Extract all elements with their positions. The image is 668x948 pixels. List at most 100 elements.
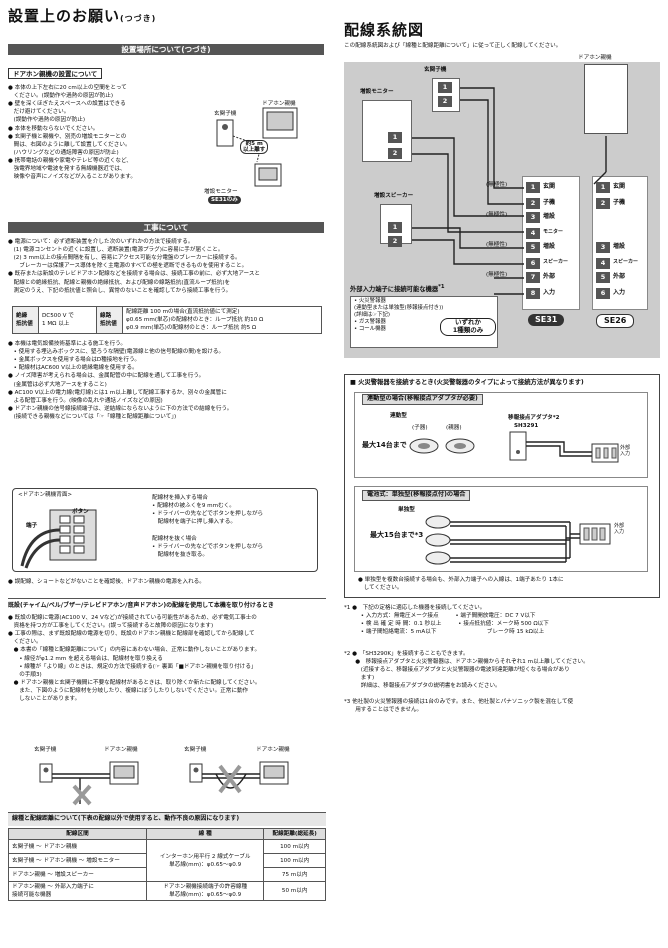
table-cell: 50 m以内 <box>263 881 326 902</box>
se26-terminal: 1 <box>596 182 610 193</box>
doorphone-device <box>584 64 628 134</box>
se31-terminal: 2 <box>526 198 540 209</box>
install-section-bar: 設置場所について(つづき) <box>8 44 324 55</box>
nonpolar-label-2: (無極性) <box>486 212 508 218</box>
table-cell: ドアホン親機 ～ 外部入力端子に 接続可能な機器 <box>8 881 147 902</box>
table-cell: 100 m以内 <box>263 839 326 855</box>
spec-cell: 配線距離 100 mの場合(直流抵抗値にて測定) φ0.65 mm(単芯)の配線… <box>122 305 322 335</box>
no-branch-mark <box>72 784 92 806</box>
speaker-terminal-1: 1 <box>388 222 402 233</box>
single-type-label: 単独型 <box>398 507 415 513</box>
install-distance-figure <box>216 107 298 187</box>
fig-distance-label: 約5 m 以上離す <box>240 140 269 155</box>
se26-terminal: 2 <box>596 198 610 209</box>
terminal-notes: 配線材を挿入する場合 • 配線材の被ふくを9 mmむく。 • ドライバーの先など… <box>152 495 264 558</box>
speaker-label: 増設スピーカー <box>374 193 414 199</box>
footnote-3: *3 他社製の火災警報器の接続は1台のみです。また、他社製とパナソニック製を混在… <box>344 699 574 714</box>
linked-child-label: (子器) <box>412 425 428 431</box>
se26-terminal-label: 子機 <box>613 199 626 206</box>
entrance-terminal-1: 1 <box>438 82 452 93</box>
branch-doorphone-label-1: ドアホン親機 <box>104 747 138 753</box>
se31-terminal-label: 入力 <box>543 289 556 296</box>
work-section-bar: 工事について <box>8 222 324 233</box>
ext-input-label-text: 外部入力端子に接続可能な機器 <box>350 286 439 294</box>
se31-terminal: 1 <box>526 182 540 193</box>
entrance-label: 玄関子機 <box>424 67 447 73</box>
se31-terminal-label: 外部 <box>543 273 556 280</box>
table-row: 玄関子機 ～ ドアホン親機 インターホン用平行 2 線式ケーブル 単芯線(mm)… <box>8 839 326 883</box>
work-text-2: ● 本機は電気設備技術基準による施工を行う。 • 使用する埋込みボックスに、堅ろ… <box>8 341 233 420</box>
se26-terminal: 5 <box>596 272 610 283</box>
se26-terminal: 6 <box>596 288 610 299</box>
battery-type-heading: 電池式：単独型(移報接点付)の場合 <box>362 490 471 501</box>
nonpolar-label-1: (無極性) <box>486 182 508 188</box>
single-max-label: 最大15台まで*3 <box>370 531 424 539</box>
se26-terminal-label: スピーカー <box>613 259 639 265</box>
se31-terminal-label: 子機 <box>543 199 556 206</box>
button-label: ボタン <box>72 509 89 515</box>
existing-wiring-text: ● 既設の配線に電源(AC100 V、24 Vなど)が接続されている可能性がある… <box>8 615 261 703</box>
nonpolar-label-3: (無極性) <box>486 242 508 248</box>
existing-wiring-heading: 既設(チャイム/ベル/ブザー/テレビドアホン/音声ドアホン)の配線を使用して本機… <box>8 602 274 609</box>
table-cell: 100 m以内 <box>263 853 326 869</box>
se31-terminal: 5 <box>526 242 540 253</box>
spec-row: 絶縁 抵抗値 DC500 V で 1 MΩ 以上 線路 抵抗値 配線距離 100… <box>12 305 322 335</box>
se31-terminal-label: 増設 <box>543 213 556 220</box>
se31-terminal: 7 <box>526 272 540 283</box>
monitor-terminal-2: 2 <box>388 148 402 159</box>
table-header: 配線距離(総延長) <box>263 827 326 841</box>
table-cell: 玄関子機 ～ ドアホン親機 ～ 増設モニター <box>8 853 147 869</box>
table-cell: 玄関子機 ～ ドアホン親機 <box>8 839 147 855</box>
entrance-terminal-2: 2 <box>438 96 452 107</box>
page-title-sub: (つづき) <box>120 14 157 23</box>
terminal-label: 端子 <box>26 523 38 529</box>
single-alarms-figure <box>425 515 611 565</box>
monitor-unit <box>362 100 412 162</box>
entrance-unit-shape <box>216 119 234 147</box>
monitor-terminal-1: 1 <box>388 132 402 143</box>
terminal-figure-box <box>12 488 318 572</box>
footnote-1: *1 ● 下記の定格に適応した機器を接続してください。 • 入力方式：無電圧メー… <box>344 605 549 636</box>
outer-input-label-1: 外部 入力 <box>620 445 631 457</box>
se31-terminal: 6 <box>526 258 540 269</box>
se26-terminal-label: 外部 <box>613 273 626 280</box>
wiring-title: 配線系統図 <box>344 21 425 39</box>
linked-alarms-figure <box>409 438 475 454</box>
fig-monitor-label: 増設モニター <box>204 189 238 195</box>
table-header: 線 種 <box>145 827 265 841</box>
adapter-model: SH3291 <box>514 423 539 429</box>
speaker-terminal-2: 2 <box>388 236 402 247</box>
fire-alarm-heading: ■ 火災警報器を接続するとき(火災警報器のタイプによって接続方法が異なります) <box>350 379 584 386</box>
table-cell: 75 m以内 <box>263 867 326 883</box>
se31-terminal-label: モニター <box>543 229 564 235</box>
linked-type-heading: 連動型の場合(移報接点アダプタが必要) <box>362 394 483 405</box>
linked-parent-label: (親器) <box>446 425 462 431</box>
fig-doorphone-label: ドアホン親機 <box>262 101 296 107</box>
single-note: ● 単独型を複数台接続する場合も、外部入力端子への入線は、1端子あたり 1本に … <box>358 577 564 592</box>
se31-terminal-label: 増設 <box>543 243 556 250</box>
se26-terminal-label: 玄関 <box>613 183 626 190</box>
work-text-1: ● 電源について：必ず遮断装置を介した次のいずれかの方法で接続する。 (1) 電… <box>8 239 261 294</box>
adapter-wiring-figure <box>509 431 619 463</box>
table-header: 配線区間 <box>8 827 147 841</box>
short-circuit-note: ● 誤配線、ショートなどがないことを確認後、ドアホン親機の電源を入れる。 <box>8 579 205 585</box>
spec-cell: 絶縁 抵抗値 <box>12 305 39 335</box>
linked-type-label: 連動型 <box>390 413 407 419</box>
page-title: 設置上のお願い(つづき) <box>8 6 156 28</box>
page-title-main: 設置上のお願い <box>8 7 121 25</box>
footnote-2: *2 ● 「SH3290K」を接続することもできます。 ● 移報接点アダプタと火… <box>344 651 589 690</box>
doorphone-install-heading: ドアホン親機の設置について <box>8 68 103 79</box>
ext-input-mark: *1 <box>438 284 445 290</box>
cable-spec-table: 配線区間 線 種 配線距離(総延長) 玄関子機 ～ ドアホン親機 インターホン用… <box>8 827 326 902</box>
se31-model-badge: SE31 <box>528 314 565 326</box>
table-row: ドアホン親機 ～ 外部入力端子に 接続可能な機器 ドアホン親機接続端子の許容線種… <box>8 881 326 902</box>
se31-terminal: 4 <box>526 228 540 239</box>
either-one-label: いずれか 1種類のみ <box>440 318 496 336</box>
doorphone-install-bullets: ● 本体の上下左右に20 cm以上の空間をとって ください。(誤動作や過熱の原因… <box>8 85 136 181</box>
se31-terminal-label: スピーカー <box>543 259 569 265</box>
fire-alarm-icon <box>425 515 451 529</box>
adapter-label: 移報接点アダプタ*2 <box>508 415 560 421</box>
wiring-intro: この配線系統図および「線種と配線距離について」に従って正しく配線してください。 <box>344 43 562 49</box>
table-cell: ドアホン親機接続端子の許容線種 単芯線(mm)：φ0.65～φ0.9 <box>145 881 265 902</box>
cable-section-bar: 線種と配線距離について(下表の配線以外で使用すると、動作不良の原因になります) <box>8 812 326 826</box>
